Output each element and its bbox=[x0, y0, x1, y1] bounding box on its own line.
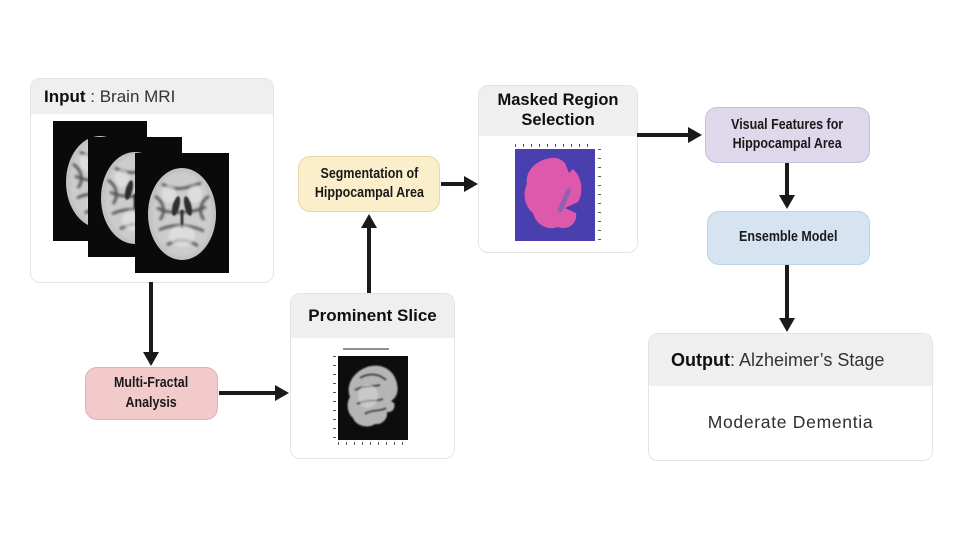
axis-ticks-left-icon bbox=[333, 356, 336, 440]
segmentation-node: Segmentation of Hippocampal Area bbox=[298, 156, 440, 212]
prominent-slice-panel: Prominent Slice bbox=[290, 293, 455, 459]
output-label-rest: : Alzheimer’s Stage bbox=[729, 349, 885, 370]
axis-ticks-bottom-icon bbox=[338, 442, 408, 445]
masked-hippocampus-image bbox=[515, 149, 595, 241]
masked-region-panel: Masked Region Selection bbox=[478, 85, 638, 253]
plot-title-placeholder bbox=[343, 348, 389, 350]
input-label: Input bbox=[44, 86, 86, 106]
multi-fractal-line1: Multi-Fractal bbox=[114, 375, 189, 392]
masked-region-plot bbox=[479, 138, 637, 250]
output-panel-header: Output: Alzheimer’s Stage bbox=[649, 334, 932, 388]
masked-region-header: Masked Region Selection bbox=[479, 86, 637, 138]
axis-ticks-right-icon bbox=[598, 149, 601, 241]
multi-fractal-line2: Analysis bbox=[125, 394, 178, 411]
prominent-slice-header: Prominent Slice bbox=[291, 294, 454, 340]
segmentation-line1: Segmentation of bbox=[320, 165, 418, 182]
masked-region-title-line2: Selection bbox=[521, 111, 595, 129]
input-label-rest: : Brain MRI bbox=[85, 86, 176, 106]
prominent-slice-title: Prominent Slice bbox=[308, 306, 437, 325]
multi-fractal-analysis-node: Multi-Fractal Analysis bbox=[85, 367, 218, 420]
sagittal-slice-image bbox=[338, 356, 408, 440]
mri-stack bbox=[31, 116, 273, 280]
visual-features-line1: Visual Features for bbox=[731, 116, 844, 133]
axis-ticks-top-icon bbox=[515, 144, 595, 147]
output-result: Moderate Dementia bbox=[707, 411, 874, 432]
input-panel-header: Input : Brain MRI bbox=[31, 79, 273, 116]
masked-region-title-line1: Masked Region bbox=[497, 91, 619, 110]
output-panel: Output: Alzheimer’s Stage Moderate Demen… bbox=[648, 333, 933, 461]
ensemble-model-label: Ensemble Model bbox=[739, 229, 838, 246]
visual-features-line2: Hippocampal Area bbox=[732, 136, 843, 152]
brain-mri-image-front bbox=[135, 153, 229, 273]
output-label: Output bbox=[671, 349, 730, 370]
segmentation-line2: Hippocampal Area bbox=[314, 185, 424, 201]
ensemble-model-node: Ensemble Model bbox=[707, 211, 870, 265]
visual-features-node: Visual Features for Hippocampal Area bbox=[705, 107, 870, 163]
input-panel: Input : Brain MRI bbox=[30, 78, 274, 283]
prominent-slice-plot bbox=[291, 340, 454, 454]
